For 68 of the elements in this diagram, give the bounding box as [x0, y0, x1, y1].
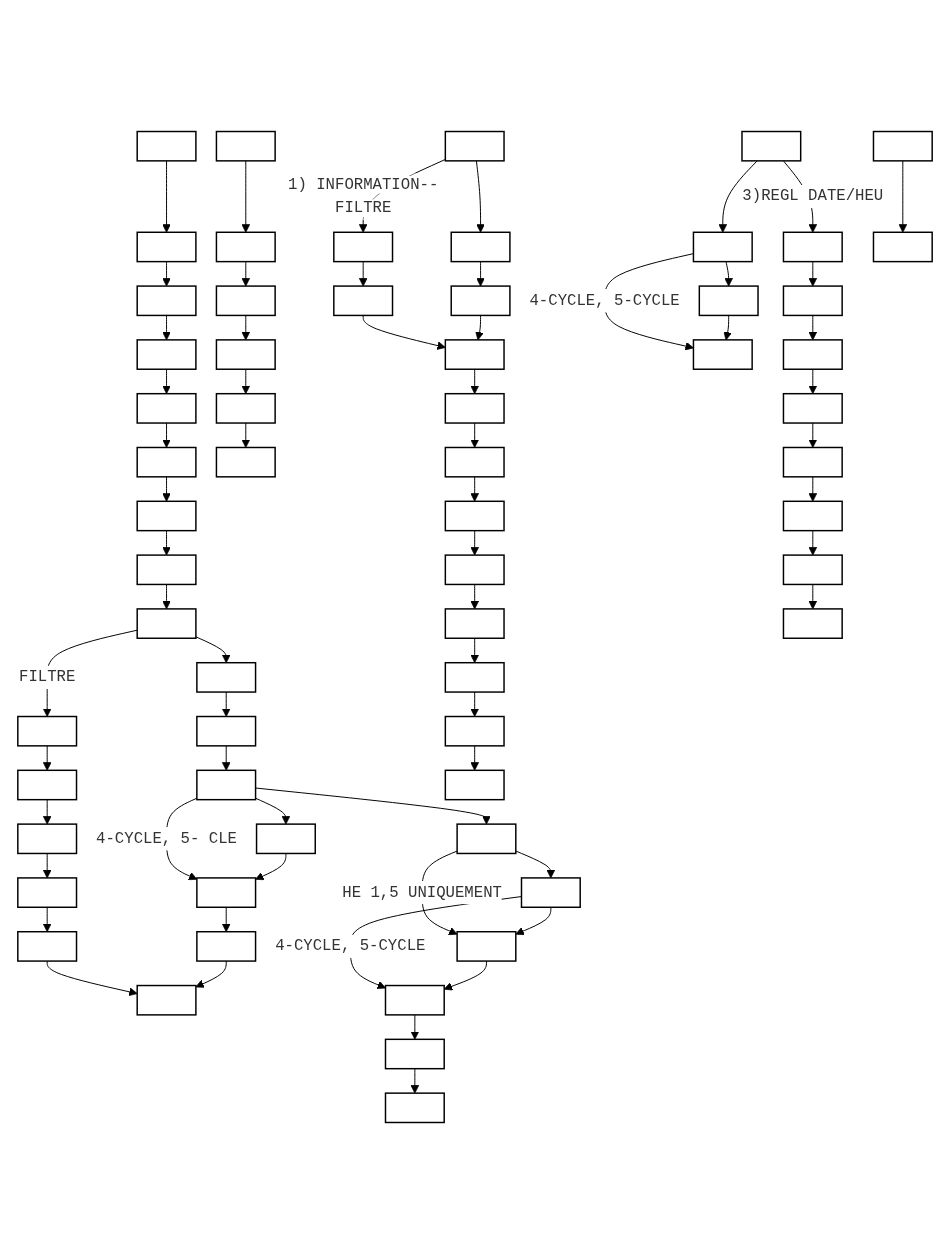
node-box — [456, 931, 517, 962]
node-box — [450, 231, 511, 263]
node-box — [136, 446, 197, 478]
node-box — [17, 877, 78, 908]
node-box — [782, 500, 843, 532]
node-box — [444, 608, 505, 639]
node-box — [872, 130, 933, 162]
node-box — [255, 823, 316, 855]
node-box — [215, 231, 276, 263]
node-box — [196, 661, 257, 693]
node-box — [196, 769, 257, 801]
node-box — [444, 500, 505, 532]
node-box — [444, 130, 505, 162]
node-box — [333, 285, 394, 317]
node-box — [196, 931, 257, 962]
node-box — [872, 231, 933, 263]
node-box — [698, 285, 759, 317]
node-box — [17, 715, 78, 747]
node-box — [782, 554, 843, 586]
edge-label: 4-CYCLE, 5-CYCLE — [529, 291, 680, 310]
node-box — [215, 285, 276, 317]
node-box — [456, 823, 517, 855]
node-box — [741, 130, 802, 162]
node-box — [782, 285, 843, 317]
node-box — [782, 339, 843, 370]
node-box — [136, 130, 197, 162]
node-box — [333, 231, 394, 263]
node-box — [17, 823, 78, 855]
node-box — [17, 931, 78, 962]
node-box — [196, 877, 257, 908]
node-box — [444, 554, 505, 586]
node-box — [444, 661, 505, 693]
node-box — [444, 392, 505, 424]
node-box — [136, 554, 197, 586]
node-box — [782, 446, 843, 478]
node-box — [782, 392, 843, 424]
node-box — [520, 877, 581, 908]
edge-label: 4-CYCLE, 5-CYCLE — [275, 937, 426, 956]
node-box — [136, 285, 197, 317]
node-box — [692, 339, 753, 370]
node-box — [450, 285, 511, 317]
node-box — [136, 608, 197, 639]
node-box — [782, 231, 843, 263]
node-box — [17, 769, 78, 801]
node-box — [136, 231, 197, 263]
edge-label: HE 1,5 UNIQUEMENT — [342, 883, 502, 902]
node-box — [136, 339, 197, 370]
node-box — [782, 608, 843, 639]
node-box — [215, 339, 276, 370]
node-box — [692, 231, 753, 263]
node-box — [384, 984, 445, 1016]
node-box — [196, 715, 257, 747]
node-box — [136, 500, 197, 532]
node-box — [384, 1038, 445, 1070]
node-box — [384, 1092, 445, 1124]
node-box — [136, 392, 197, 424]
node-box — [215, 392, 276, 424]
node-box — [444, 715, 505, 747]
node-box — [444, 339, 505, 370]
node-box — [136, 984, 197, 1016]
edge-label: 1) INFORMATION--FILTRE — [288, 176, 439, 218]
node-box — [444, 446, 505, 478]
node-box — [215, 446, 276, 478]
node-box — [215, 130, 276, 162]
edge-label: 3)REGL DATE/HEU — [742, 187, 884, 206]
edge-label: 4-CYCLE, 5- CLE — [96, 829, 237, 848]
node-box — [444, 769, 505, 801]
edge-label: FILTRE — [19, 668, 76, 687]
